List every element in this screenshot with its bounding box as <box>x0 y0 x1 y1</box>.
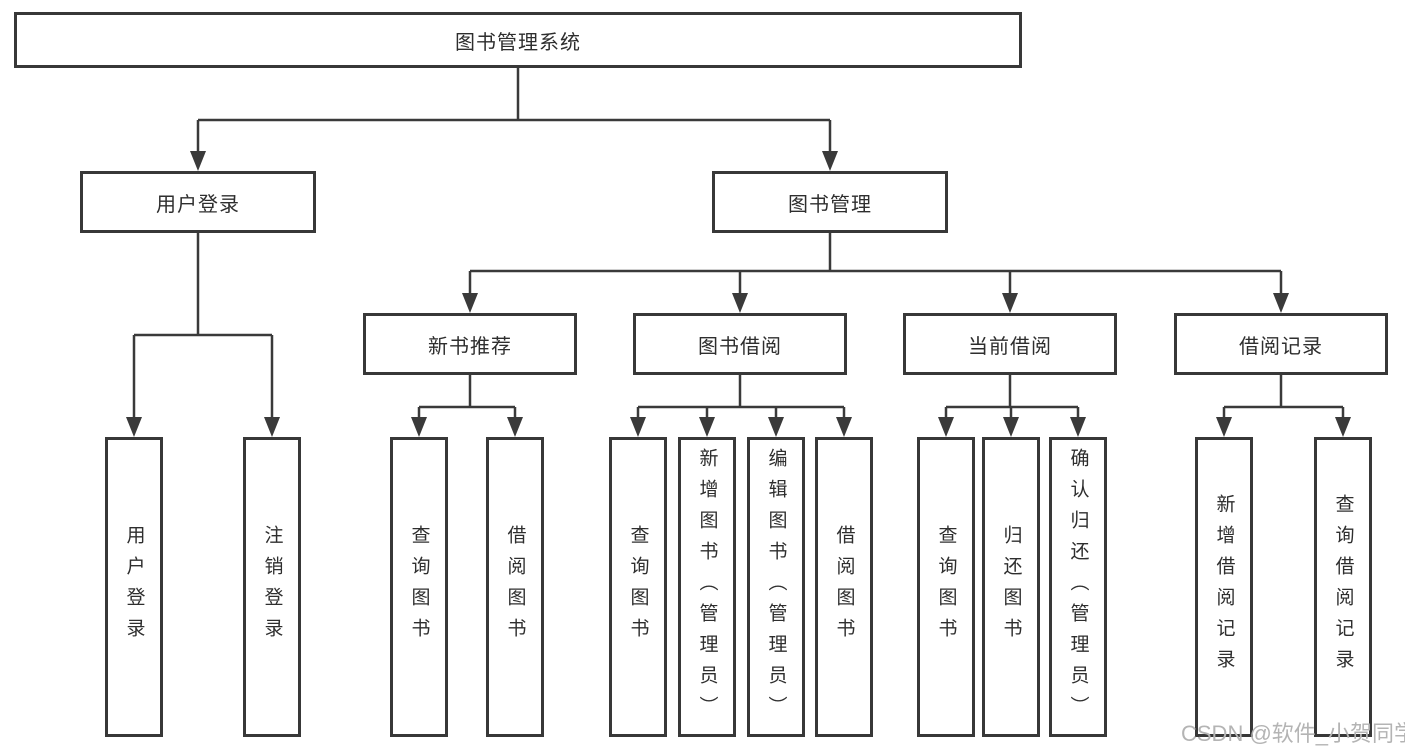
node-label: 借阅图书 <box>504 525 526 649</box>
node-label: 注销登录 <box>261 525 283 649</box>
node-label: 图书借阅 <box>698 335 782 358</box>
node-label: 确认归还（管理员） <box>1067 447 1089 727</box>
node-leaf-borrow-books-1: 借阅图书 <box>486 437 544 737</box>
node-label: 新增借阅记录 <box>1213 494 1235 680</box>
node-label: 新书推荐 <box>428 335 512 358</box>
node-label: 用户登录 <box>123 525 145 649</box>
node-label: 查询借阅记录 <box>1332 494 1354 680</box>
node-leaf-user-login: 用户登录 <box>105 437 163 737</box>
node-leaf-query-books-1: 查询图书 <box>390 437 448 737</box>
csdn-watermark: CSDN @软件_小贺同学 <box>1181 721 1405 746</box>
node-leaf-query-books-3: 查询图书 <box>917 437 975 737</box>
node-label: 借阅图书 <box>833 525 855 649</box>
node-label: 查询图书 <box>627 525 649 649</box>
node-leaf-return-books: 归还图书 <box>982 437 1040 737</box>
node-label: 图书管理系统 <box>455 31 581 54</box>
node-leaf-query-books-2: 查询图书 <box>609 437 667 737</box>
node-user-login-branch: 用户登录 <box>80 171 316 233</box>
node-label: 当前借阅 <box>968 335 1052 358</box>
node-book-borrow: 图书借阅 <box>633 313 847 375</box>
node-current-borrow: 当前借阅 <box>903 313 1117 375</box>
node-label: 图书管理 <box>788 193 872 216</box>
node-leaf-add-books-admin: 新增图书（管理员） <box>678 437 736 737</box>
node-leaf-logout: 注销登录 <box>243 437 301 737</box>
node-leaf-add-borrow-record: 新增借阅记录 <box>1195 437 1253 737</box>
node-label: 借阅记录 <box>1239 335 1323 358</box>
node-label: 查询图书 <box>935 525 957 649</box>
node-leaf-borrow-books-2: 借阅图书 <box>815 437 873 737</box>
node-leaf-query-borrow-record: 查询借阅记录 <box>1314 437 1372 737</box>
node-new-book-recommend: 新书推荐 <box>363 313 577 375</box>
node-label: 编辑图书（管理员） <box>765 447 787 727</box>
node-leaf-edit-books-admin: 编辑图书（管理员） <box>747 437 805 737</box>
node-label: 归还图书 <box>1000 525 1022 649</box>
node-label: 用户登录 <box>156 193 240 216</box>
arrowheads <box>126 151 1351 437</box>
node-root-system: 图书管理系统 <box>14 12 1022 68</box>
node-leaf-confirm-return-admin: 确认归还（管理员） <box>1049 437 1107 737</box>
node-label: 查询图书 <box>408 525 430 649</box>
node-book-mgmt-branch: 图书管理 <box>712 171 948 233</box>
node-label: 新增图书（管理员） <box>696 447 718 727</box>
node-borrow-records: 借阅记录 <box>1174 313 1388 375</box>
